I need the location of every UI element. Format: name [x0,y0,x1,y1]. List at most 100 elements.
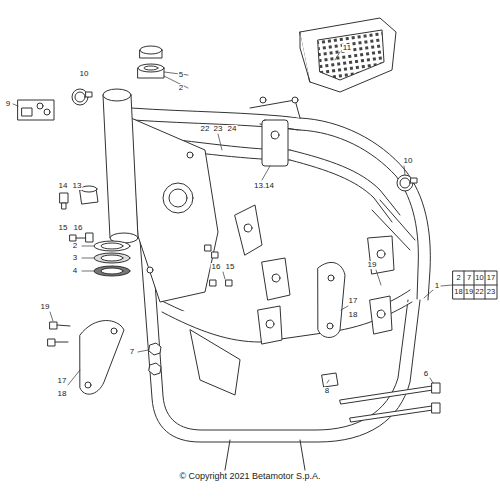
callout-number: 8 [324,387,330,395]
engine-mount [377,310,385,318]
reference-table [474,271,475,299]
long-bolt [350,406,433,422]
leader-line [82,258,94,259]
leader-line [218,134,222,150]
footrest-bracket [318,30,384,80]
callout-number: 16 [73,224,84,232]
table-cell: 7 [466,274,472,282]
engine-mount [377,250,385,258]
long-bolt [432,383,440,393]
hose-clamp [75,92,85,102]
long-bolt [432,403,440,413]
steering-bearing [144,66,158,70]
gusset-plate [131,118,218,302]
small-parts-kit [18,100,54,120]
frame-illustration [13,18,497,470]
engine-plate [318,262,345,337]
bearing-ring [94,241,130,251]
reference-table [453,285,497,286]
leader-line [441,285,452,286]
engine-plate [327,323,333,329]
cradle-tube [190,330,240,395]
leader-line [50,312,53,321]
leader-line [262,166,270,180]
callout-number: 18 [57,390,68,398]
table-cell: 10 [474,274,484,282]
bearing-ring [94,241,130,276]
steering-bearing [138,64,164,72]
footrest-bracket [300,18,396,92]
side-bracket [48,320,124,394]
side-bracket [57,325,70,326]
side-bracket [48,339,55,346]
callout-number: 23 [213,125,224,133]
top-tube [271,131,279,139]
rear-subframe [290,118,430,300]
engine-mount [370,296,392,334]
callout-number: 18 [348,311,359,319]
bearing-ring [94,253,130,263]
bearing-ring [101,268,123,274]
leader-line [430,378,433,383]
copyright-caption: © Copyright 2021 Betamotor S.p.A. [0,471,500,481]
table-cell: 23 [486,288,496,296]
engine-mount [272,274,280,282]
hose-clamp [411,178,417,183]
callout-number: 7 [129,348,135,356]
small-parts-kit [44,109,50,115]
steering-bearing [140,46,162,54]
long-bolt [340,386,433,404]
steering-head-tube [103,89,138,243]
callout-number: 17 [57,377,68,385]
leader-line [376,270,381,285]
nut [149,363,161,375]
long-bolt [340,383,440,422]
rubber-block [322,373,338,387]
leader-line [424,290,433,298]
reference-table [453,271,497,299]
bolt [70,235,76,241]
leader-line [164,72,188,75]
hose-clamp [400,178,410,188]
bolt [86,233,93,242]
leader-line [13,104,18,106]
callout-number: 15 [58,224,69,232]
callout-number: 16 [211,263,222,271]
steering-bearing [138,46,164,78]
engine-mount [262,258,290,300]
gusset-plate [131,118,218,302]
leader-line [68,370,80,385]
steering-head-tube [103,95,138,238]
steering-head-tube [103,89,131,101]
side-bracket [55,342,68,343]
side-bracket [111,328,117,334]
bolt [62,203,66,209]
gusset-plate [147,267,153,273]
callout-number: 19 [40,303,51,311]
leader-line [82,271,94,272]
callout-number: 22 [200,125,211,133]
callout-number: 14 [58,182,69,190]
engine-mount [244,224,252,232]
callout-number: 6 [423,370,429,378]
cradle-tube [225,440,305,470]
hose-clamp [72,89,417,191]
gusset-plate [169,189,187,207]
table-cell: 19 [464,288,474,296]
bolt [76,238,86,239]
leader-line [404,166,405,175]
reference-table [453,271,497,299]
callout-number: 10 [403,157,414,165]
callout-number: 13 [72,182,83,190]
side-bracket [85,382,91,388]
callout-number: 13.14 [253,182,275,190]
rubber-block [322,373,338,387]
engine-plate [318,262,345,337]
callout-number: 4 [72,267,78,275]
footrest-bracket [300,32,310,82]
callout-number: 24 [227,125,238,133]
reference-table [485,271,486,299]
